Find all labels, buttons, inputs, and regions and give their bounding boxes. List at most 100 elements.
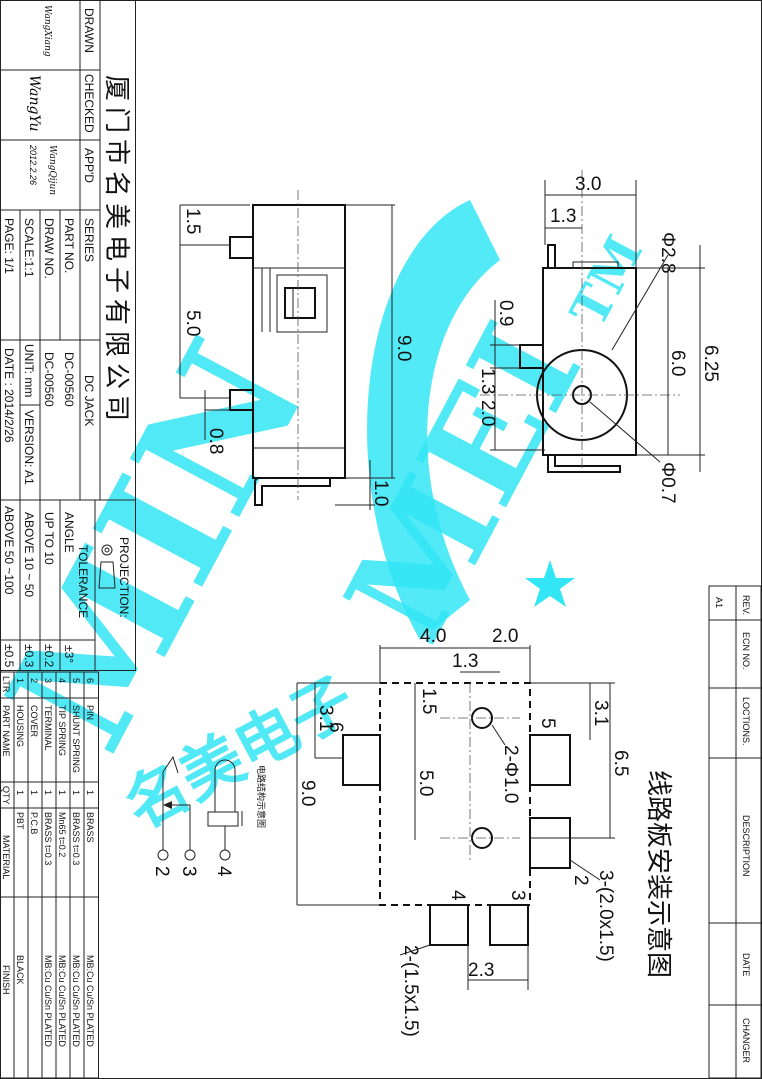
ecn-header: ECN NO. bbox=[741, 632, 751, 670]
row-qty: 1 bbox=[43, 790, 53, 795]
tolerance-upto10-value: ±0.2 bbox=[42, 644, 56, 668]
row-finish: BLACK bbox=[15, 955, 25, 985]
part-no-label: PART NO. bbox=[62, 218, 76, 273]
row-name: PIN bbox=[85, 705, 95, 720]
pcb-layout-title: 线路板安装示意图 bbox=[643, 770, 673, 978]
dim-4-0: 4.0 bbox=[420, 626, 446, 647]
row-material: PBT bbox=[15, 812, 25, 830]
row-qty: 1 bbox=[29, 790, 39, 795]
table-row: 5 SHUNT SPRING 1 BRASS t=0.3 MB:Cu Cu/Sn… bbox=[71, 678, 81, 1047]
dim-5-0: 5.0 bbox=[415, 770, 436, 796]
dim-phi-2-8: Φ2.8 bbox=[657, 232, 678, 274]
row-name: COVER bbox=[29, 705, 39, 738]
changer-header: CHANGER bbox=[741, 1018, 751, 1064]
approved-date: 2012.2.26 bbox=[28, 144, 38, 185]
drawn-signature: WangXiang bbox=[42, 5, 52, 57]
table-row: 4 TIP SPRING 1 Mn65 t=0.2 MB:Cu Cu/Sn PL… bbox=[57, 678, 67, 1047]
checked-signature: WangYu bbox=[26, 75, 42, 132]
row-ltr: 1 bbox=[15, 678, 25, 683]
row-name: HOUSING bbox=[15, 705, 25, 747]
tolerance-50-100-label: ABOVE 50 ~100 bbox=[2, 506, 16, 595]
row-name: SHUNT SPRING bbox=[71, 705, 81, 773]
row-qty: 1 bbox=[15, 790, 25, 795]
parts-table: LTR PART NAME QTY MATERIAL FINISH 6 PIN … bbox=[0, 671, 99, 1079]
watermark-text-mei: MEI bbox=[315, 300, 613, 666]
dim-phi-0-7: Φ0.7 bbox=[657, 462, 678, 504]
row-qty: 1 bbox=[57, 790, 67, 795]
row-finish: MB:Cu Cu/Sn PLATED bbox=[57, 955, 67, 1047]
approved-signature: WangQijun bbox=[47, 145, 57, 195]
dim-9-0: 9.0 bbox=[297, 780, 318, 806]
pad-2 bbox=[529, 817, 571, 869]
watermark-star-icon bbox=[525, 560, 575, 607]
pad-label-5: 5 bbox=[537, 718, 558, 729]
pad-5 bbox=[529, 734, 571, 786]
dim-0-8: 0.8 bbox=[205, 428, 226, 454]
dim-6-0: 6.0 bbox=[667, 350, 688, 376]
schematic-pin-2: 2 bbox=[151, 866, 172, 877]
dim-1-3-top: 1.3 bbox=[550, 206, 576, 227]
projection-label: PROJECTION: bbox=[117, 537, 131, 618]
pcb-layout: 线路板安装示意图 6 5 2 4 3 bbox=[296, 626, 673, 1037]
pad-label-4: 4 bbox=[447, 890, 468, 901]
header-part-name: PART NAME bbox=[1, 705, 11, 757]
schematic-pin-3: 3 bbox=[178, 866, 199, 877]
company-name: 厦门市名美电子有限公司 bbox=[101, 75, 131, 427]
series-value: DC JACK bbox=[82, 375, 96, 426]
locations-header: LOCTIONS. bbox=[741, 697, 751, 746]
dim-1-0: 1.0 bbox=[370, 480, 391, 506]
tolerance-angle-value: ±3° bbox=[62, 645, 76, 663]
row-finish: MB:Cu Cu/Sn PLATED bbox=[43, 955, 53, 1047]
pad-6 bbox=[342, 734, 381, 786]
table-row: 3 TERMINAL 1 BRASS t=0.3 MB:Cu Cu/Sn PLA… bbox=[43, 678, 53, 1047]
table-row: 2 COVER 1 P.C.B bbox=[29, 678, 39, 834]
pad-4 bbox=[429, 904, 469, 946]
front-view: 3.0 1.3 Φ2.8 0.9 1.3 2.0 6.0 6.25 Φ0.7 bbox=[477, 170, 721, 504]
dim-6-5: 6.5 bbox=[610, 750, 631, 776]
description-header: DESCRIPTION bbox=[741, 815, 751, 877]
tolerance-angle-label: ANGLE bbox=[62, 512, 76, 553]
table-row: 6 PIN 1 BRASS MB:Cu Cu/Sn PLATED bbox=[85, 678, 95, 1047]
dim-2-0: 2.0 bbox=[477, 400, 498, 426]
series-label: SERIES bbox=[82, 218, 96, 262]
row-material: BRASS t=0.3 bbox=[43, 812, 53, 865]
pad-label-6: 6 bbox=[325, 722, 346, 733]
dim-3-0: 3.0 bbox=[575, 174, 601, 195]
schematic-title: 电路结构示意图 bbox=[256, 765, 267, 828]
row-finish: MB:Cu Cu/Sn PLATED bbox=[71, 955, 81, 1047]
row-ltr: 4 bbox=[57, 678, 67, 683]
approved-label: APP'D bbox=[82, 148, 96, 183]
header-finish: FINISH bbox=[1, 965, 11, 995]
dim-6-25: 6.25 bbox=[700, 345, 721, 382]
drawn-label: DRAWN bbox=[82, 8, 96, 53]
rev-value: A1 bbox=[714, 597, 724, 608]
pad-label-2: 2 bbox=[570, 875, 591, 886]
revision-table: REV. ECN NO. LOCTIONS. DESCRIPTION DATE … bbox=[708, 585, 762, 1079]
row-material: BRASS bbox=[85, 812, 95, 843]
scale: SCALE:1:1 bbox=[22, 218, 36, 278]
dim-9-0: 9.0 bbox=[393, 335, 414, 361]
row-ltr: 5 bbox=[71, 678, 81, 683]
projection-symbol-icon bbox=[98, 544, 116, 589]
row-material: P.C.B bbox=[29, 812, 39, 834]
row-ltr: 2 bbox=[29, 678, 39, 683]
rev-header: REV. bbox=[741, 595, 751, 615]
row-ltr: 3 bbox=[43, 678, 53, 683]
row-material: Mn65 t=0.2 bbox=[57, 812, 67, 857]
watermark-arc bbox=[367, 200, 500, 640]
watermark-tm: TM bbox=[559, 226, 655, 335]
header-qty: QTY bbox=[1, 786, 11, 805]
dim-3-1-left: 3.1 bbox=[315, 705, 336, 731]
schematic-pin-4: 4 bbox=[213, 866, 234, 877]
dim-2-phi-1-0: 2-Φ1.0 bbox=[500, 745, 521, 803]
draw-no-value: DC-00560 bbox=[42, 352, 56, 407]
table-row: 1 HOUSING 1 PBT BLACK bbox=[15, 678, 25, 985]
pad-3 bbox=[489, 904, 529, 946]
version: VERSION: A1 bbox=[22, 410, 36, 485]
page-number: PAGE: 1/1 bbox=[2, 218, 16, 274]
header-ltr: LTR bbox=[1, 676, 11, 693]
tolerance-50-100-value: ±0.5 bbox=[2, 644, 16, 668]
dim-1-5: 1.5 bbox=[418, 688, 439, 714]
row-name: TERMINAL bbox=[43, 705, 53, 751]
